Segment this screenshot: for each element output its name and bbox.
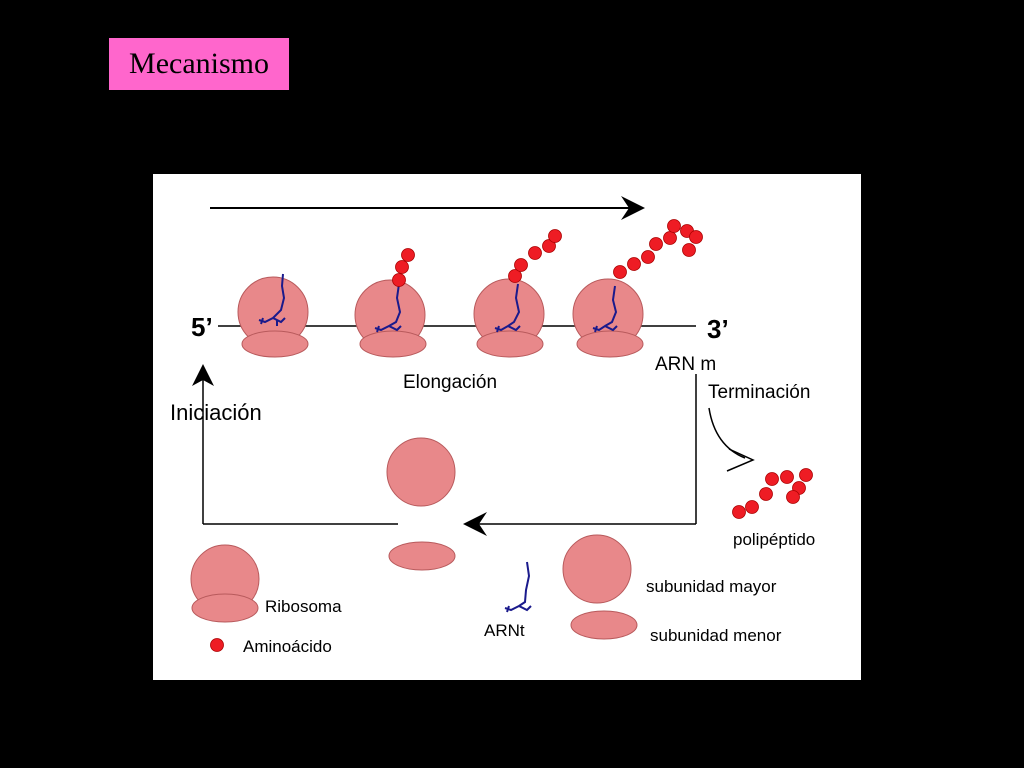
diagram-panel: 5’ 3’ ARN m <box>153 174 861 680</box>
legend-large-subunit-label: subunidad mayor <box>646 577 777 596</box>
legend-amino-acid-label: Aminoácido <box>243 637 332 656</box>
polypeptide-chain-2 <box>392 248 415 287</box>
legend-small-subunit-label: subunidad menor <box>650 626 782 645</box>
elongation-label: Elongación <box>403 372 497 393</box>
ribosome-2 <box>354 279 427 358</box>
legend-trna-label: ARNt <box>484 621 525 640</box>
release-arrow <box>708 407 746 459</box>
free-small-subunit <box>388 541 456 571</box>
translation-diagram: 5’ 3’ ARN m <box>170 196 815 656</box>
mrna-3prime-label: 3’ <box>707 314 729 344</box>
ribosome-4 <box>572 278 644 358</box>
legend-large-subunit-symbol <box>562 534 632 604</box>
trna-2 <box>374 283 402 333</box>
release-arrow-head <box>726 448 755 472</box>
termination-label: Terminación <box>708 382 810 403</box>
released-polypeptide <box>732 468 813 519</box>
trna-4 <box>592 285 618 333</box>
mrna-5prime-label: 5’ <box>191 312 213 342</box>
cycle-left-arrow-head <box>192 364 214 386</box>
slide-title: Mecanismo <box>109 38 289 90</box>
trna-1 <box>258 273 286 326</box>
ribosome-3 <box>473 278 545 358</box>
cycle-bottom-arrow-head <box>463 512 487 536</box>
direction-arrow-head <box>621 196 645 220</box>
trna-3 <box>494 283 521 333</box>
polypeptide-chain-3 <box>508 229 562 283</box>
initiation-label: Iniciación <box>170 400 262 425</box>
polypeptide-label: polipéptido <box>733 530 815 549</box>
mrna-label: ARN m <box>655 354 716 375</box>
ribosome-1 <box>237 273 309 358</box>
free-large-subunit <box>386 437 456 507</box>
legend-ribosome-label: Ribosoma <box>265 597 342 616</box>
legend-trna-symbol <box>504 561 532 613</box>
legend-ribosome-symbol <box>190 544 260 623</box>
legend-amino-acid-symbol <box>210 638 224 652</box>
legend-small-subunit-symbol <box>570 610 638 640</box>
polypeptide-chain-4 <box>613 219 703 279</box>
